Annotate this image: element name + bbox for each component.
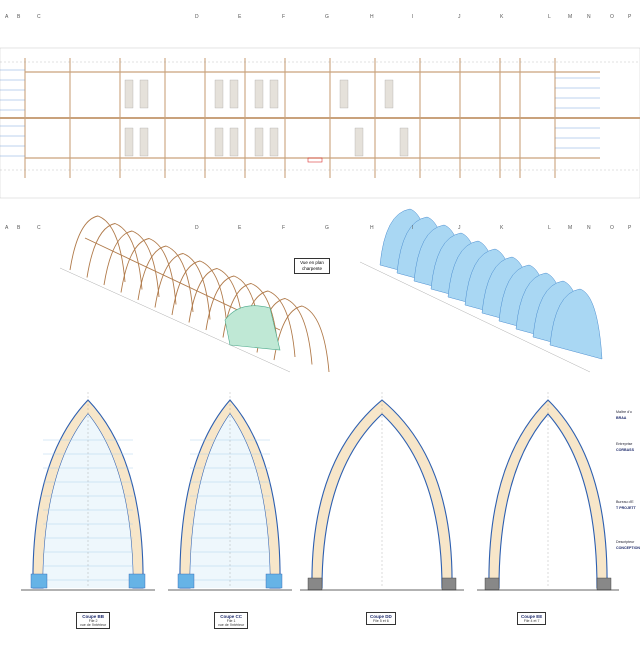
grid-letter-m: M xyxy=(568,14,573,20)
grid-letter-b: B xyxy=(17,225,21,231)
grid-letter-f: F xyxy=(282,225,286,231)
grid-letter-p: P xyxy=(628,225,632,231)
section-tag-ee: Coupe EE File 4 et 7 xyxy=(517,612,547,625)
plan-view-label: Vue en plan charpente xyxy=(294,258,330,274)
grid-letter-i: I xyxy=(412,14,414,20)
grid-letter-d: D xyxy=(195,225,199,231)
section-tag-dd: Coupe DD File 5 et 6 xyxy=(366,612,396,625)
grid-letter-o: O xyxy=(610,14,614,20)
grid-letter-e: E xyxy=(238,14,242,20)
grid-letter-g: G xyxy=(325,225,329,231)
grid-letter-k: K xyxy=(500,225,504,231)
grid-letter-e: E xyxy=(238,225,242,231)
plan-structural-frames xyxy=(24,58,556,178)
grid-letter-c: C xyxy=(37,14,41,20)
axonometric-timber-frame xyxy=(69,215,330,373)
section-1 xyxy=(21,392,155,591)
plan-right-hatch xyxy=(555,77,600,149)
grid-letter-h: H xyxy=(370,14,374,20)
grid-letter-i: I xyxy=(412,225,414,231)
grid-letter-h: H xyxy=(370,225,374,231)
grid-letter-j: J xyxy=(458,14,461,20)
cross-sections xyxy=(21,392,619,591)
grid-letter-f: F xyxy=(282,14,286,20)
grid-letter-b: B xyxy=(17,14,21,20)
floor-plan xyxy=(0,47,640,199)
axonometric-glazed-shell xyxy=(379,208,603,360)
grid-letter-g: G xyxy=(325,14,329,20)
grid-letter-n: N xyxy=(587,14,591,20)
section-3 xyxy=(300,392,464,591)
grid-letter-a: A xyxy=(5,14,9,20)
grid-letter-k: K xyxy=(500,14,504,20)
grid-letter-l: L xyxy=(548,14,551,20)
grid-letter-p: P xyxy=(628,14,632,20)
title-block: Maître d'o BRAA Entreprise CORBASS Burea… xyxy=(616,410,640,550)
section-4 xyxy=(477,392,619,591)
grid-letter-j: J xyxy=(458,225,461,231)
plan-benches xyxy=(124,79,409,157)
grid-letter-d: D xyxy=(195,14,199,20)
grid-letter-n: N xyxy=(587,225,591,231)
section-2 xyxy=(168,392,292,591)
grid-letter-o: O xyxy=(610,225,614,231)
plan-left-hatch xyxy=(0,69,25,157)
grid-letter-a: A xyxy=(5,225,9,231)
grid-letter-l: L xyxy=(548,225,551,231)
grid-letter-m: M xyxy=(568,225,573,231)
grid-letter-c: C xyxy=(37,225,41,231)
